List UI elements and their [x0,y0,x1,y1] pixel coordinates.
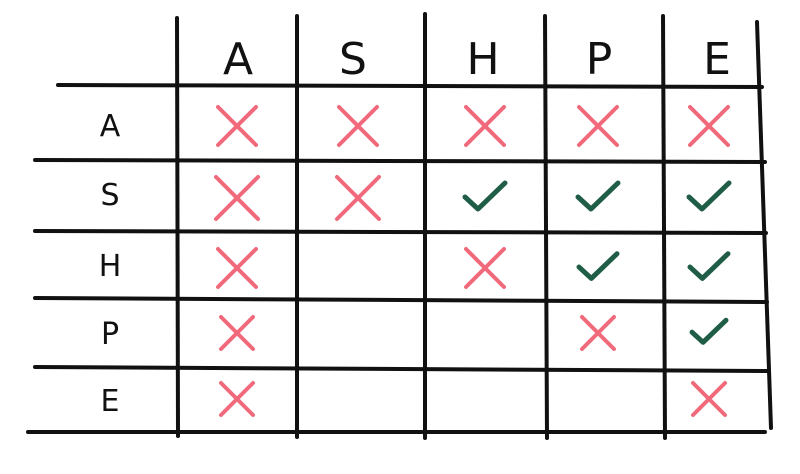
row-header-1: S [100,178,119,213]
cell-cross-icon [464,105,506,147]
cell-cross-icon [219,315,255,351]
cell-cross-icon [691,381,727,417]
grid-line-v5 [755,20,773,430]
cell-cross-icon [337,105,379,147]
grid-line-v3 [543,14,549,440]
row-headers: A S H P E [99,109,122,419]
cell-cross-icon [335,175,381,221]
cell-cross-icon [688,105,730,147]
cell-cross-icon [214,175,260,221]
cell-cross-icon [216,105,258,147]
cell-check-icon [687,251,731,281]
cell-check-icon [462,180,508,212]
column-header-3: P [586,34,613,85]
grid-line-h2 [33,229,768,235]
column-header-4: E [703,34,731,85]
grid-line-v0 [175,16,180,438]
cell-check-icon [686,180,732,212]
column-header-2: H [466,34,499,85]
grid-lines [26,12,773,440]
grid-line-v4 [661,14,667,440]
grid-line-h4 [33,365,769,373]
grid-line-h1 [33,158,767,164]
cell-cross-icon [577,105,619,147]
column-header-1: S [339,34,367,85]
cell-cross-icon [464,247,506,289]
column-headers: A S H P E [223,34,731,85]
cell-check-icon [576,251,620,281]
row-header-4: E [101,384,120,419]
cell-cross-icon [580,315,616,351]
column-header-0: A [223,34,253,85]
cell-check-icon [575,180,621,212]
grid-line-h3 [33,296,769,304]
cell-cross-icon [216,247,258,289]
cell-marks [214,105,732,417]
grid-line-h0 [56,83,764,89]
row-header-3: P [101,317,119,352]
row-header-0: A [100,109,121,144]
cell-check-icon [689,317,729,345]
cell-cross-icon [219,381,255,417]
row-header-2: H [99,249,122,284]
